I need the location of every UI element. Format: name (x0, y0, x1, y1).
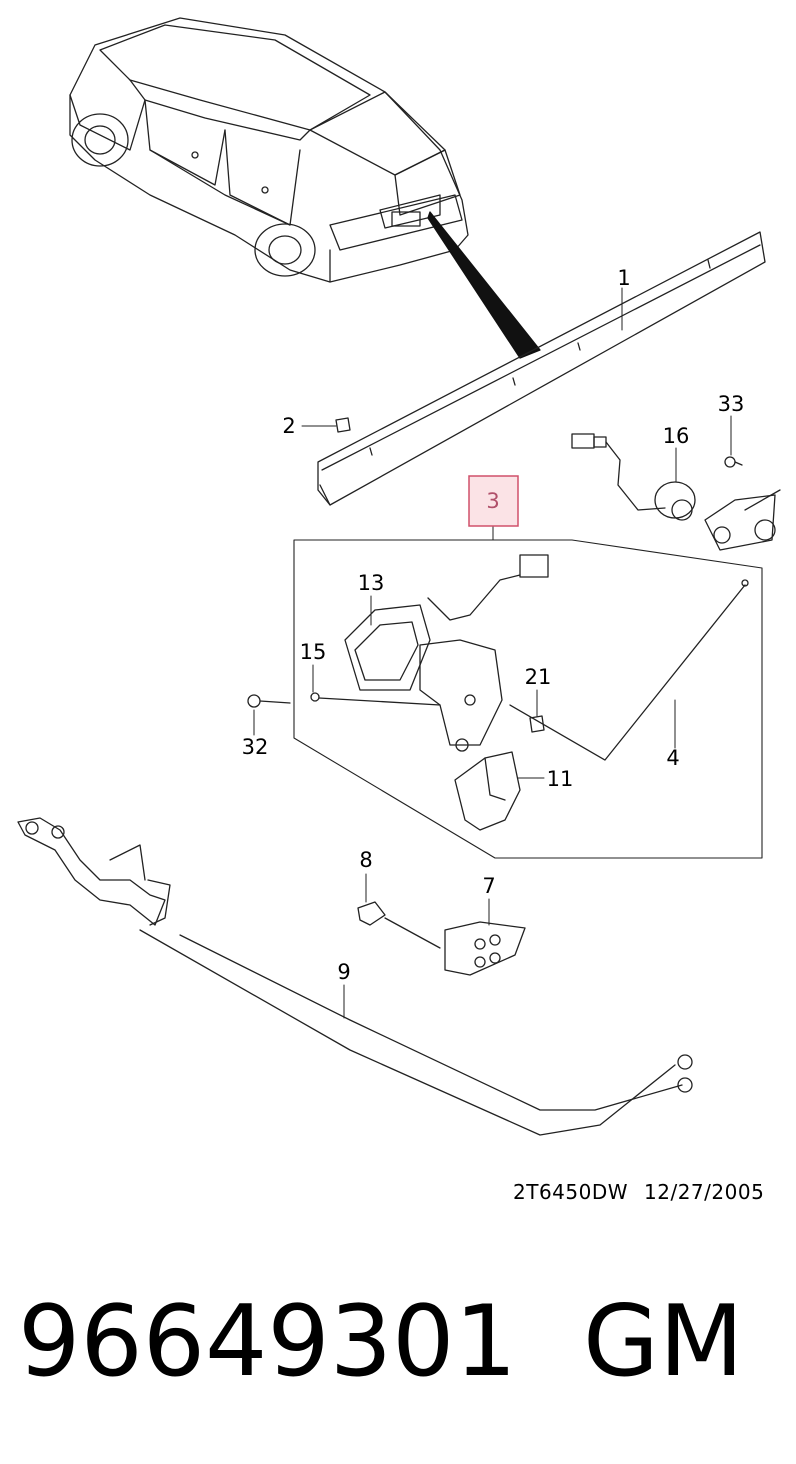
callout-32: 32 (242, 735, 269, 759)
callout-21: 21 (525, 665, 552, 689)
lock-cylinder-assembly (704, 456, 781, 551)
callout-11: 11 (547, 767, 574, 791)
callout-9: 9 (337, 960, 350, 984)
latch-rod (310, 692, 441, 706)
assembly-group-outline (293, 539, 763, 859)
callout-3: 3 (486, 489, 499, 513)
drawing-code: 2T6450DW (513, 1180, 629, 1204)
lock-rod (509, 579, 749, 761)
callout-15: 15 (300, 640, 327, 664)
callout-4: 4 (666, 746, 679, 770)
callout-13: 13 (358, 571, 385, 595)
latch-cover (454, 751, 521, 831)
part-footer: 96649301 GM (18, 1282, 788, 1402)
trim-clip (335, 417, 351, 433)
callout-1: 1 (617, 266, 630, 290)
callout-16: 16 (663, 424, 690, 448)
striker-plate (444, 921, 526, 976)
hinge-bolt (357, 901, 441, 949)
parts-diagram: 3 1 2 33 16 13 15 21 32 4 11 8 7 9 (17, 17, 781, 1136)
car-illustration (69, 17, 469, 283)
trunk-trim-strip (317, 231, 766, 506)
trunk-hinge (17, 817, 171, 926)
latch-bolt (247, 694, 291, 708)
trunk-latch (344, 554, 549, 752)
callout-33: 33 (718, 392, 745, 416)
drawing-date: 12/27/2005 (644, 1180, 765, 1204)
drawing-stamp: 2T6450DW 12/27/2005 (513, 1180, 764, 1204)
brand-name: GM (583, 1285, 744, 1399)
callout-2: 2 (282, 414, 295, 438)
release-cable (139, 929, 693, 1136)
callout-8: 8 (359, 848, 372, 872)
callout-7: 7 (482, 874, 495, 898)
callout-3-highlight (468, 475, 519, 527)
part-number: 96649301 (18, 1285, 517, 1399)
pointer-arrow (427, 211, 541, 359)
rod-clip (529, 715, 545, 733)
trunk-release-actuator (571, 433, 696, 521)
